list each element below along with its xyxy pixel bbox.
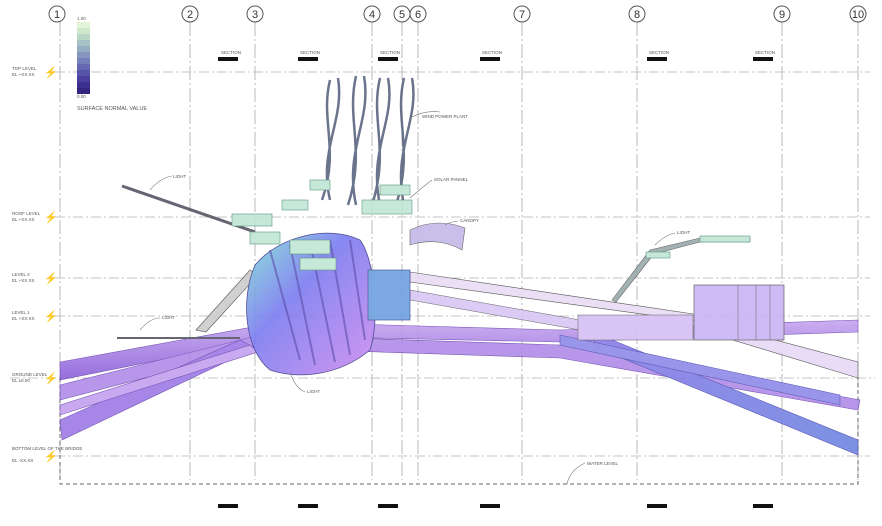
svg-text:GROUND LEVEL: GROUND LEVEL — [12, 372, 48, 377]
svg-text:2: 2 — [187, 9, 193, 21]
svg-text:SECTION: SECTION — [649, 50, 669, 55]
legend-swatch — [77, 70, 90, 76]
label-light-1: LIGHT — [173, 174, 187, 179]
legend-swatch — [77, 28, 90, 34]
svg-text:SECTION: SECTION — [300, 50, 320, 55]
svg-text:SECTION: SECTION — [755, 50, 775, 55]
annotations: WIND POWER PLANT SOLAR PANNEL CANOPY LIG… — [139, 111, 691, 485]
svg-text:ROOF LEVEL: ROOF LEVEL — [12, 211, 41, 216]
svg-text:4: 4 — [369, 9, 375, 21]
svg-text:EL ±0.00: EL ±0.00 — [12, 378, 30, 383]
legend-swatch — [77, 34, 90, 40]
svg-text:6: 6 — [415, 9, 421, 21]
bridge-structure — [59, 75, 861, 456]
svg-text:3: 3 — [252, 9, 258, 21]
section-marks: SECTION SECTION SECTION SECTION SECTION … — [218, 50, 775, 508]
label-wind-power-plant: WIND POWER PLANT — [422, 114, 468, 119]
legend-swatch — [77, 40, 90, 46]
grid-axis-10: 10 — [849, 5, 867, 23]
svg-text:EL +XX.XX: EL +XX.XX — [12, 278, 34, 283]
level-marker-icon: ⚡ — [44, 66, 58, 79]
level-1: LEVEL 1EL +XX.XX ⚡ — [12, 310, 58, 323]
grid-axis-2: 2 — [181, 5, 199, 23]
grid-lines — [59, 22, 859, 480]
svg-text:10: 10 — [852, 9, 864, 21]
grid-axis-3: 3 — [246, 5, 264, 23]
label-light-4: LIGHT — [677, 230, 691, 235]
level-marker-icon: ⚡ — [44, 211, 58, 224]
svg-text:SECTION: SECTION — [482, 50, 502, 55]
svg-text:SECTION: SECTION — [380, 50, 400, 55]
legend-swatch — [77, 64, 90, 70]
legend-swatch — [77, 52, 90, 58]
grid-axis-1: 1 — [48, 5, 66, 23]
grid-axis-6: 6 — [409, 5, 427, 23]
solar-panels — [231, 179, 751, 271]
grid-axis-7: 7 — [513, 5, 531, 23]
label-solar-panel: SOLAR PANNEL — [434, 177, 469, 182]
svg-text:TOP LEVEL: TOP LEVEL — [12, 66, 37, 71]
label-light-3: LIGHT — [307, 389, 321, 394]
level-marker-icon: ⚡ — [44, 272, 58, 285]
svg-text:8: 8 — [634, 9, 640, 21]
grid-axis-5: 5 — [393, 5, 411, 23]
legend-swatch — [77, 22, 90, 28]
label-canopy: CANOPY — [460, 218, 479, 223]
svg-text:EL +XX.XX: EL +XX.XX — [12, 316, 34, 321]
svg-text:BOTTOM LEVEL OF THE BRIDGE: BOTTOM LEVEL OF THE BRIDGE — [12, 446, 82, 451]
legend-swatch — [77, 46, 90, 52]
level-marker-icon: ⚡ — [44, 450, 58, 463]
legend-swatch — [77, 82, 90, 88]
svg-text:LEVEL 1: LEVEL 1 — [12, 310, 30, 315]
svg-text:SECTION: SECTION — [221, 50, 241, 55]
svg-text:1: 1 — [54, 9, 60, 21]
level-marker-icon: ⚡ — [44, 310, 58, 323]
label-light-2: LIGHT — [162, 315, 176, 320]
legend-title: SURFACE NORMAL VALUE — [77, 106, 147, 112]
svg-text:EL +XX.XX: EL +XX.XX — [12, 217, 34, 222]
legend-swatch — [77, 58, 90, 64]
grid-axis-9: 9 — [773, 5, 791, 23]
svg-text:EL -XX.XX: EL -XX.XX — [12, 458, 33, 463]
label-water-level: WATER LEVEL — [587, 461, 619, 466]
surface-normal-legend: 1.00 0.00 SURFACE NORMAL VALUE — [77, 16, 147, 112]
grid-axis-8: 8 — [628, 5, 646, 23]
svg-text:7: 7 — [519, 9, 525, 21]
svg-text:1.00: 1.00 — [77, 16, 86, 21]
svg-text:LEVEL 2: LEVEL 2 — [12, 272, 30, 277]
level-2: LEVEL 2EL +XX.XX ⚡ — [12, 272, 58, 285]
svg-text:EL +XX.XX: EL +XX.XX — [12, 72, 34, 77]
grid-axis-labels: 1 2 3 4 5 6 7 8 9 10 — [48, 5, 867, 23]
legend-swatch — [77, 76, 90, 82]
svg-text:9: 9 — [779, 9, 785, 21]
level-bottom: BOTTOM LEVEL OF THE BRIDGE EL -XX.XX ⚡ — [12, 446, 82, 463]
level-marker-icon: ⚡ — [44, 372, 58, 385]
svg-text:0.00: 0.00 — [77, 94, 86, 99]
svg-text:5: 5 — [399, 9, 405, 21]
legend-swatch — [77, 88, 90, 94]
grid-axis-4: 4 — [363, 5, 381, 23]
